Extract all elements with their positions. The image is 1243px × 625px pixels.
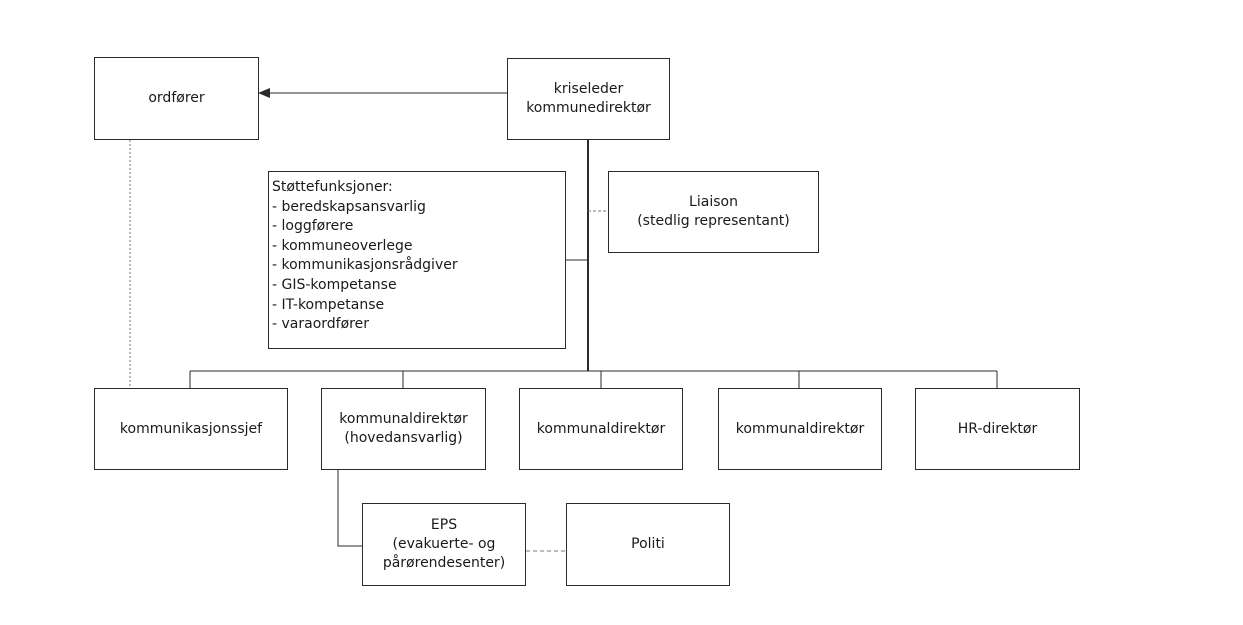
- box-kommunaldirektor-hoved-line-2: (hovedansvarlig): [344, 430, 463, 446]
- box-kommunaldirektor-3-line: kommunaldirektør: [735, 420, 865, 437]
- box-politi: Politi: [566, 503, 730, 586]
- box-hr-direktor-line: HR-direktør: [957, 420, 1038, 437]
- stottefunksjoner-item: - varaordfører: [272, 316, 369, 333]
- stottefunksjoner-item: - beredskapsansvarlig: [272, 198, 426, 215]
- box-ordforer-line: ordfører: [148, 90, 205, 106]
- box-eps-line-2: (evakuerte- og: [392, 536, 496, 552]
- box-eps: EPS (evakuerte- og pårørendesenter): [362, 503, 526, 586]
- stottefunksjoner-item: - kommunikasjonsrådgiver: [272, 257, 458, 274]
- stottefunksjoner-item: - loggførere: [272, 218, 354, 235]
- box-eps-line-3: pårørendesenter): [382, 555, 506, 571]
- stottefunksjoner-item: - GIS-kompetanse: [272, 276, 397, 293]
- box-hr-direktor: HR-direktør: [915, 388, 1080, 470]
- box-kommunikasjonssjef-line: kommunikasjonssjef: [119, 420, 263, 437]
- box-liaison-line-1: Liaison: [689, 194, 738, 210]
- box-liaison: Liaison (stedlig representant): [608, 171, 819, 253]
- box-politi-line: Politi: [631, 536, 665, 552]
- box-kommunaldirektor-2-line: kommunaldirektør: [536, 420, 666, 437]
- box-liaison-line-2: (stedlig representant): [637, 213, 790, 229]
- box-kommunikasjonssjef: kommunikasjonssjef: [94, 388, 288, 470]
- box-stottefunksjoner: Støttefunksjoner: - beredskapsansvarlig …: [268, 171, 566, 349]
- box-ordforer: ordfører: [94, 57, 259, 140]
- box-kommunaldirektor-hoved-line-1: kommunaldirektør: [339, 411, 468, 427]
- stottefunksjoner-item: - IT-kompetanse: [272, 296, 385, 313]
- box-kommunaldirektor-2: kommunaldirektør: [519, 388, 683, 470]
- stottefunksjoner-item: - kommuneoverlege: [272, 237, 413, 254]
- stottefunksjoner-heading: Støttefunksjoner:: [272, 179, 393, 195]
- box-kriseleder-line-1: kriseleder: [553, 81, 624, 97]
- box-eps-line-1: EPS: [430, 517, 458, 533]
- box-kommunaldirektor-hovedansvarlig: kommunaldirektør (hovedansvarlig): [321, 388, 486, 470]
- box-kriseleder: kriseleder kommunedirektør: [507, 58, 670, 140]
- box-kommunaldirektor-3: kommunaldirektør: [718, 388, 882, 470]
- box-kriseleder-line-2: kommunedirektør: [526, 100, 651, 116]
- connector-hoved-to-eps: [337, 470, 362, 547]
